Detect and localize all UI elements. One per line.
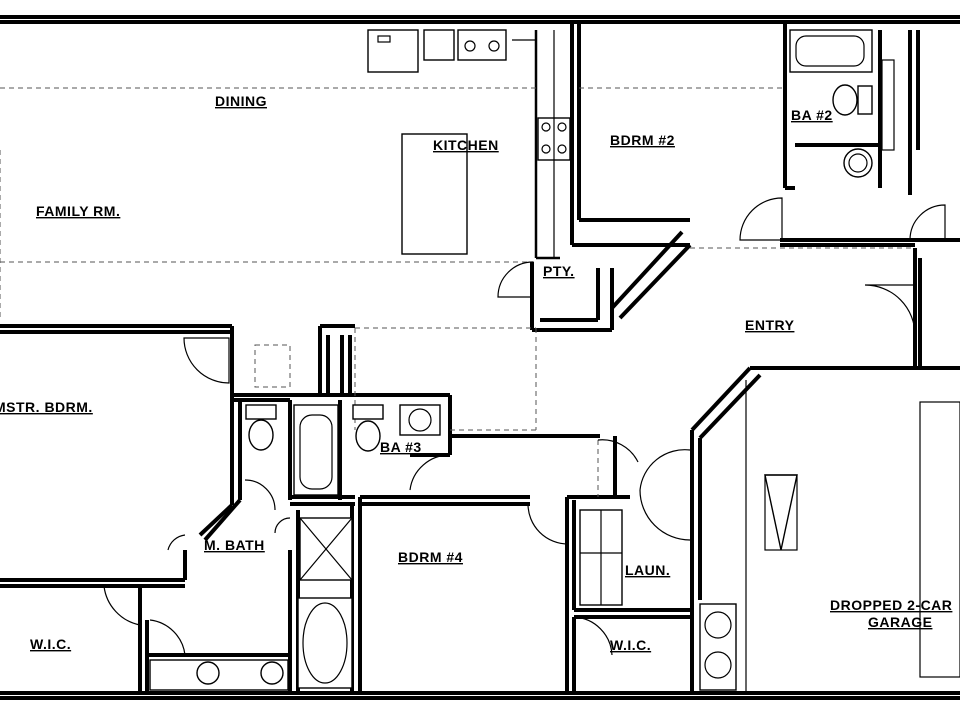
- label-dining: DINING: [215, 93, 267, 109]
- bath2-fixtures: [789, 29, 895, 178]
- kitchen-island: [401, 133, 468, 255]
- label-bdrm-4: BDRM #4: [398, 549, 463, 565]
- laundry-fixtures: [579, 509, 737, 691]
- label-bdrm-2: BDRM #2: [610, 132, 675, 148]
- label-ba-3: BA #3: [380, 439, 422, 455]
- label-master-bedroom: MSTR. BDRM.: [0, 399, 93, 415]
- label-wic-right: W.I.C.: [610, 637, 651, 653]
- kitchen-fixtures: [367, 29, 571, 258]
- room-labels: DINING KITCHEN FAMILY RM. BDRM #2 BA #2 …: [0, 93, 952, 653]
- label-master-bath: M. BATH: [204, 537, 265, 553]
- interior-walls: [0, 22, 960, 693]
- label-pantry: PTY.: [543, 263, 575, 279]
- bath3-fixtures: [245, 344, 441, 496]
- label-garage-line1: DROPPED 2-CAR: [830, 597, 952, 613]
- garage-fixtures: [745, 380, 960, 693]
- label-kitchen: KITCHEN: [433, 137, 499, 153]
- label-wic-left: W.I.C.: [30, 636, 71, 652]
- door-swings: [103, 197, 946, 656]
- label-ba-2: BA #2: [791, 107, 833, 123]
- master-bath-fixtures: [149, 517, 353, 691]
- label-laundry: LAUN.: [625, 562, 670, 578]
- label-family-room: FAMILY RM.: [36, 203, 120, 219]
- label-garage-line2: GARAGE: [868, 614, 932, 630]
- label-entry: ENTRY: [745, 317, 795, 333]
